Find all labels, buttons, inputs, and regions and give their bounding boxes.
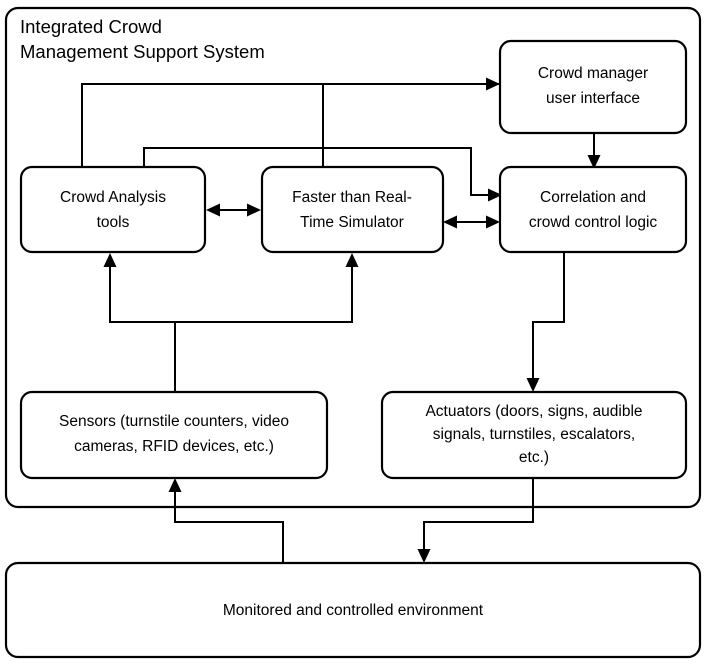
box-sensors[interactable]: Sensors (turnstile counters, video camer…	[19, 390, 329, 480]
arrowhead-to-analysis	[206, 203, 220, 217]
connector-environment-to-sensors	[174, 485, 284, 563]
box-correlation-logic-shape[interactable]	[498, 165, 688, 254]
box-crowd-analysis-tools-shape[interactable]	[19, 165, 207, 254]
box-actuators-line2: signals, turnstiles, escalators,	[433, 426, 635, 443]
box-sensors-line2: cameras, RFID devices, etc.)	[74, 438, 274, 455]
connector-analysis-to-ui	[81, 83, 500, 167]
box-realtime-simulator[interactable]: Faster than Real- Time Simulator	[260, 165, 445, 254]
arrowhead-into-simulator-bottom	[345, 253, 359, 267]
arrowhead-into-actuators	[526, 378, 540, 392]
box-crowd-analysis-tools[interactable]: Crowd Analysis tools	[19, 165, 207, 254]
arrowhead-to-simulator-right	[443, 215, 457, 229]
box-actuators[interactable]: Actuators (doors, signs, audible signals…	[380, 390, 688, 480]
arrowhead-to-correlation-left	[486, 215, 500, 229]
box-correlation-logic-line1: Correlation and	[540, 189, 646, 206]
box-sensors-shape[interactable]	[19, 390, 329, 480]
box-crowd-analysis-tools-line1: Crowd Analysis	[60, 189, 166, 206]
box-crowd-manager-ui-line2: user interface	[546, 90, 640, 107]
box-sensors-line1: Sensors (turnstile counters, video	[59, 413, 289, 430]
system-title-line1: Integrated Crowd	[20, 16, 162, 37]
box-actuators-line3: etc.)	[519, 449, 549, 466]
box-environment-label: Monitored and controlled environment	[223, 602, 484, 619]
arrowhead-into-analysis-bottom	[103, 253, 117, 267]
box-crowd-analysis-tools-line2: tools	[97, 214, 130, 231]
arrowhead-to-simulator-left	[247, 203, 261, 217]
arrowhead-into-correlation-top	[488, 188, 502, 202]
box-realtime-simulator-shape[interactable]	[260, 165, 445, 254]
connector-correlation-to-actuators	[532, 252, 565, 385]
arrowhead-into-correlation-from-ui	[587, 155, 601, 169]
box-actuators-line1: Actuators (doors, signs, audible	[425, 403, 642, 420]
arrowhead-into-environment	[417, 549, 431, 563]
box-crowd-manager-ui-shape[interactable]	[498, 39, 688, 135]
box-crowd-manager-ui[interactable]: Crowd manager user interface	[498, 39, 688, 135]
box-correlation-logic-line2: crowd control logic	[529, 214, 658, 231]
connector-sensors-to-simulator	[175, 260, 353, 323]
system-title-line2: Management Support System	[20, 41, 265, 62]
box-actuators-shape[interactable]	[380, 390, 688, 480]
connector-actuators-to-environment	[423, 478, 534, 556]
environment-container	[4, 561, 702, 659]
box-realtime-simulator-line2: Time Simulator	[300, 214, 404, 231]
arrowhead-into-sensors	[168, 478, 182, 492]
box-correlation-logic[interactable]: Correlation and crowd control logic	[498, 165, 688, 254]
arrowhead-into-crowd-manager-ui	[486, 77, 500, 91]
box-crowd-manager-ui-line1: Crowd manager	[538, 65, 648, 82]
box-realtime-simulator-line1: Faster than Real-	[292, 189, 412, 206]
connector-analysis-to-correlation	[143, 147, 500, 196]
connector-sensors-to-analysis	[109, 260, 176, 392]
